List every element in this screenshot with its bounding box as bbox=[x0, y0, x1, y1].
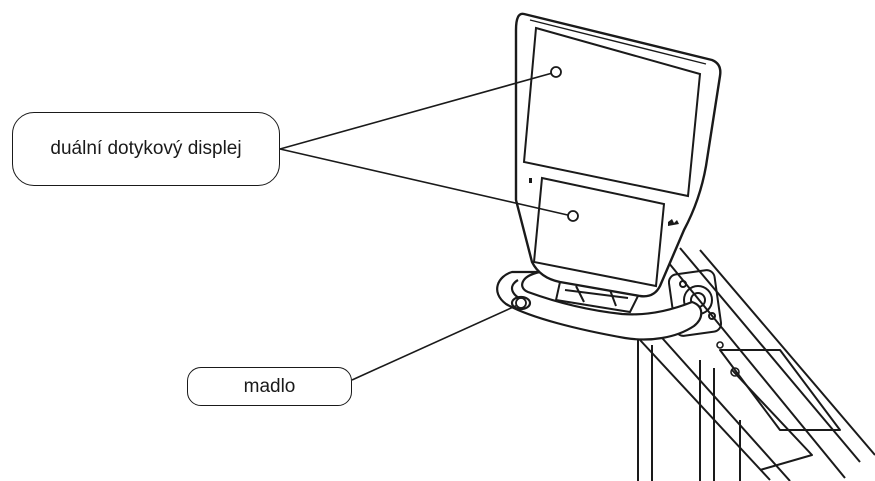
housing-marks bbox=[529, 178, 679, 226]
frame-rails bbox=[637, 247, 875, 481]
leader-line-handle bbox=[351, 303, 521, 381]
upper-touchscreen bbox=[522, 26, 702, 198]
lower-touchscreen bbox=[532, 176, 666, 288]
leader-line-lower-display bbox=[279, 148, 573, 217]
callout-label-display-text: duální dotykový displej bbox=[50, 138, 242, 159]
leader-lines bbox=[279, 71, 573, 381]
callout-dot-handle bbox=[515, 297, 527, 309]
callout-dot-lower-display bbox=[567, 210, 579, 222]
callout-label-handle-text: madlo bbox=[243, 375, 296, 397]
callout-dots bbox=[515, 66, 579, 309]
callout-dot-upper-display bbox=[550, 66, 562, 78]
callout-label-display: duální dotykový displej bbox=[12, 112, 280, 186]
leader-line-upper-display bbox=[279, 71, 557, 150]
callout-label-handle: madlo bbox=[187, 367, 352, 406]
